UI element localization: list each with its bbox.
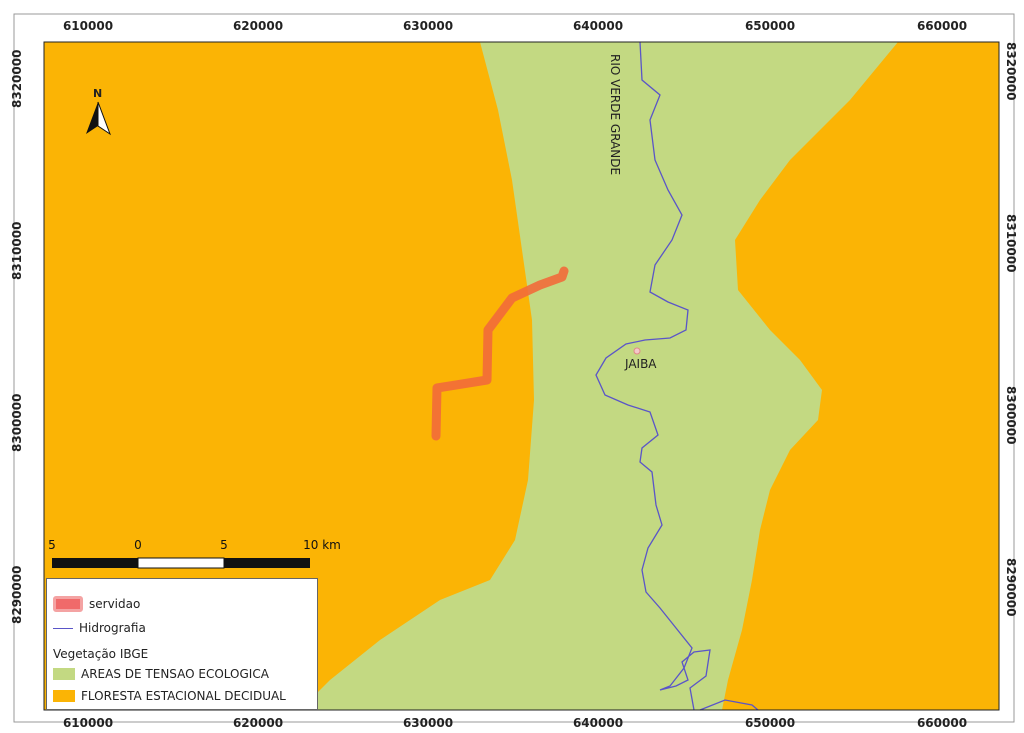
north-arrow-icon xyxy=(86,101,112,136)
x-tick-top: 620000 xyxy=(232,19,284,33)
y-tick-right: 8320000 xyxy=(1004,42,1018,101)
servidao-symbol-icon xyxy=(53,596,83,612)
scale-label: 10 km xyxy=(303,538,341,552)
map-legend: servidao Hidrografia Vegetação IBGE AREA… xyxy=(46,578,318,710)
scale-label: 5 xyxy=(220,538,228,552)
legend-label: AREAS DE TENSAO ECOLOGICA xyxy=(81,667,269,681)
y-tick-left: 8310000 xyxy=(10,221,24,280)
x-tick-top: 660000 xyxy=(916,19,968,33)
y-tick-left: 8320000 xyxy=(10,49,24,108)
legend-item-floresta: FLORESTA ESTACIONAL DECIDUAL xyxy=(53,687,286,705)
town-label: JAIBA xyxy=(625,357,657,371)
x-tick-top: 610000 xyxy=(62,19,114,33)
town-point xyxy=(633,347,641,355)
x-tick-top: 630000 xyxy=(402,19,454,33)
legend-label: Hidrografia xyxy=(79,621,146,635)
x-tick-top: 640000 xyxy=(572,19,624,33)
legend-item-servidao: servidao xyxy=(53,595,140,613)
x-tick-bottom: 610000 xyxy=(62,716,114,730)
outer-frame xyxy=(13,13,1015,723)
x-tick-bottom: 620000 xyxy=(232,716,284,730)
scale-bar xyxy=(52,557,310,569)
north-label: N xyxy=(93,87,103,100)
x-tick-bottom: 660000 xyxy=(916,716,968,730)
legend-label: servidao xyxy=(89,597,141,611)
scale-label: 0 xyxy=(134,538,142,552)
legend-item-tensao: AREAS DE TENSAO ECOLOGICA xyxy=(53,665,269,683)
x-tick-top: 650000 xyxy=(744,19,796,33)
river-label: RIO VERDE GRANDE xyxy=(608,54,622,176)
tensao-ecologica-area xyxy=(300,42,898,710)
floresta-swatch-icon xyxy=(53,690,75,702)
y-tick-left: 8300000 xyxy=(10,393,24,452)
river-line-south xyxy=(699,699,759,711)
river-line xyxy=(595,41,711,711)
x-tick-bottom: 630000 xyxy=(402,716,454,730)
map-frame xyxy=(43,41,1000,711)
legend-item-hidrografia: Hidrografia xyxy=(53,619,146,637)
x-tick-bottom: 650000 xyxy=(744,716,796,730)
x-tick-bottom: 640000 xyxy=(572,716,624,730)
y-tick-right: 8300000 xyxy=(1004,386,1018,445)
y-tick-left: 8290000 xyxy=(10,565,24,624)
hidrografia-symbol-icon xyxy=(53,621,73,635)
servidao-line xyxy=(431,266,569,441)
tensao-swatch-icon xyxy=(53,668,75,680)
legend-group-title: Vegetação IBGE xyxy=(53,647,149,661)
y-tick-right: 8290000 xyxy=(1004,558,1018,617)
scale-label: 5 xyxy=(48,538,56,552)
y-tick-right: 8310000 xyxy=(1004,214,1018,273)
legend-label: FLORESTA ESTACIONAL DECIDUAL xyxy=(81,689,286,703)
